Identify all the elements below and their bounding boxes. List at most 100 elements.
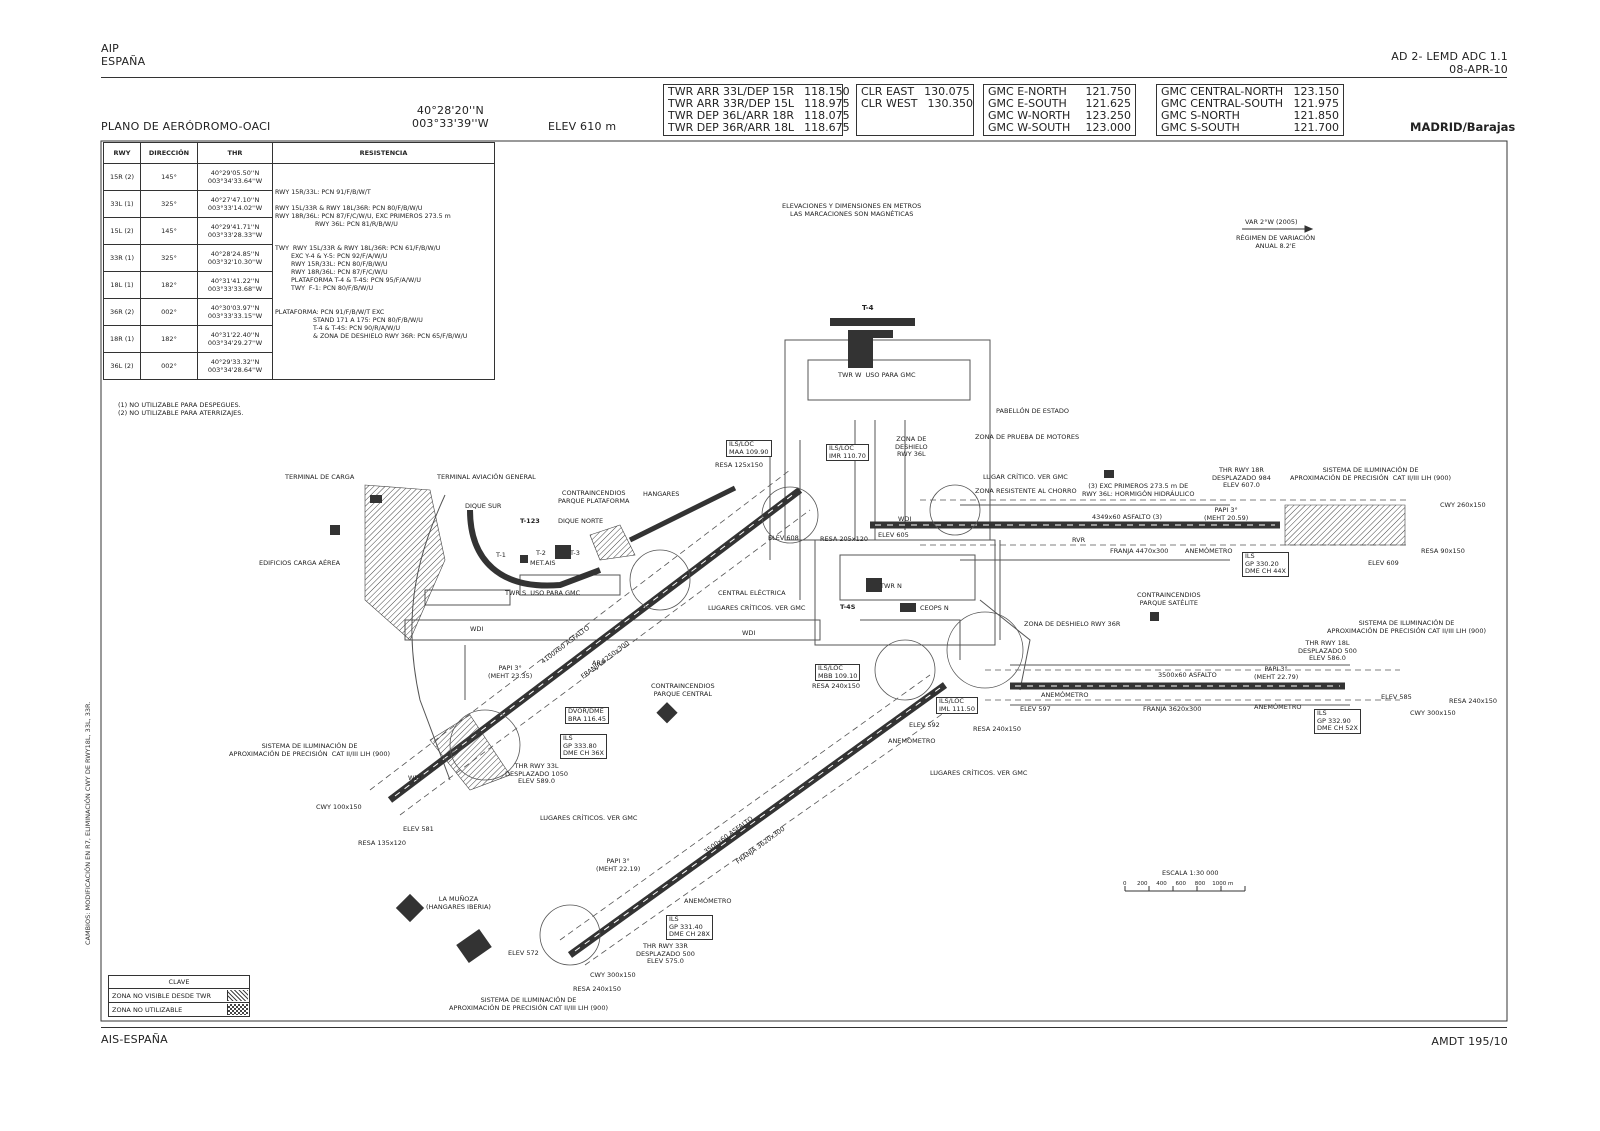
resa-240-right-label: RESA 240x150: [1449, 697, 1498, 705]
dimensions-note: ELEVACIONES Y DIMENSIONES EN METROS LAS …: [782, 202, 922, 218]
exception-note: (3) EXC PRIMEROS 273.5 m DE RWY 36L: HOR…: [1082, 482, 1195, 498]
key-row: ZONA NO UTILIZABLE: [109, 1002, 249, 1016]
lighting-33r-label: SISTEMA DE ILUMINACIÓN DE APROXIMACIÓN D…: [449, 996, 608, 1012]
table-row: 36L (2)002°40°29'33.32''N 003°34'28.64''…: [103, 352, 495, 380]
thr-18r-label: THR RWY 18R DESPLAZADO 984 ELEV 607.0: [1212, 466, 1271, 489]
resa-125-label: RESA 125x150: [715, 461, 764, 469]
rvr-label: RVR: [1072, 536, 1086, 544]
north-pier-label: DIQUE NORTE: [558, 517, 604, 525]
chart-title: PLANO DE AERÓDROMO-OACI: [101, 120, 271, 133]
cwy-100-label: CWY 100x150: [316, 803, 362, 811]
deicing-36l-label: ZONA DE DESHIELO RWY 36L: [895, 435, 928, 458]
terminal-t1-label: T-1: [496, 551, 506, 559]
general-aviation-label: TERMINAL AVIACIÓN GENERAL: [437, 473, 536, 481]
franja-4470-label: FRANJA 4470x300: [1110, 547, 1169, 555]
aip-label: AIP: [101, 42, 120, 55]
arp-longitude: 003°33'39''W: [412, 117, 489, 130]
hangars-label: HANGARES: [643, 490, 680, 498]
elev-597-label: ELEV 597: [1020, 705, 1051, 713]
col-resistencia: RESISTENCIA: [272, 142, 495, 164]
apron-fire-station-label: CONTRAINCENDIOS PARQUE PLATAFORMA: [558, 489, 630, 505]
table-row: 33R (1)325°40°28'24.85''N 003°32'10.30''…: [103, 244, 495, 272]
anemometer-33r-label: ANEMÓMETRO: [888, 737, 936, 745]
central-fire-station-label: CONTRAINCENDIOS PARQUE CENTRAL: [651, 682, 715, 698]
hangar-row: [628, 485, 737, 543]
resistencia-text: RWY 15R/33L: PCN 91/F/B/W/T RWY 15L/33R …: [272, 163, 495, 380]
scale-label: ESCALA 1:30 000: [1162, 869, 1219, 877]
footer-rule: [101, 1027, 1507, 1028]
airport-elevation: ELEV 610 m: [548, 120, 617, 133]
terminal-t4-label: T-4: [862, 304, 874, 312]
papi-33r-label: PAPI 3° (MEHT 22.19): [596, 857, 641, 873]
papi-33l-label: PAPI 3° (MEHT 23.35): [488, 664, 533, 680]
thr-33r-label: THR RWY 33R DESPLAZADO 500 ELEV 575.0: [636, 942, 695, 965]
terminal-t4s-label: T-4S: [840, 603, 856, 611]
taxiway-network: [404, 339, 1350, 781]
rwy-36r-dimensions: 3500x60 ASFALTO: [1158, 671, 1217, 679]
deicing-36r-label: ZONA DE DESHIELO RWY 36R: [1024, 620, 1121, 628]
arp-label: ARP: [592, 659, 605, 667]
elev-609-label: ELEV 609: [1368, 559, 1399, 567]
twr-s-label: TWR S USO PARA GMC: [505, 589, 581, 597]
cwy-300-right-label: CWY 300x150: [1410, 709, 1456, 717]
table-row: 15L (2)145°40°29'41.71''N 003°33'28.33''…: [103, 217, 495, 245]
not-visible-areas: [364, 484, 1406, 791]
met-ais-label: MET.AIS: [530, 559, 556, 567]
pabellon-label: PABELLÓN DE ESTADO: [996, 407, 1070, 415]
wdi-center-label: WDI: [742, 629, 756, 637]
chart-reference: AD 2- LEMD ADC 1.1: [1391, 50, 1508, 63]
critical-circles: [449, 484, 1024, 966]
ils-gp330-label: ILS GP 330.20 DME CH 44X: [1242, 552, 1290, 577]
resa-240-center-label: RESA 240x150: [812, 682, 861, 690]
ceops-label: CEOPS N: [920, 604, 949, 612]
ils-mbb-label: ILS/LOC MBB 109.10: [815, 664, 861, 681]
terminal-t3-label: T-3: [570, 549, 580, 557]
satellite-fire-station-label: CONTRAINCENDIOS PARQUE SATÉLITE: [1137, 591, 1201, 607]
key-title: CLAVE: [168, 978, 190, 986]
checker-swatch: [227, 1004, 248, 1015]
twr-w-label: TWR W USO PARA GMC: [838, 371, 916, 379]
lighting-33l-label: SISTEMA DE ILUMINACIÓN DE APROXIMACIÓN D…: [229, 742, 391, 758]
elev-608-label: ELEV 608: [768, 534, 799, 542]
ils-gp333-label: ILS GP 333.80 DME CH 36X: [560, 734, 608, 759]
resa-240-label: RESA 240x150: [973, 725, 1022, 733]
runway-resistance-table: RWY DIRECCIÓN THR RESISTENCIA 15R (2) 14…: [103, 142, 495, 380]
thr-33l-label: THR RWY 33L DESPLAZADO 1050 ELEV 589.0: [505, 762, 569, 785]
terminal-buildings: [330, 318, 1159, 964]
col-thr: THR: [197, 142, 273, 164]
magnetic-variation: VAR 2°W (2005): [1245, 218, 1298, 226]
magnetic-variation-arrow: [1242, 225, 1314, 233]
lighting-18r-label: SISTEMA DE ILUMINACIÓN DE APROXIMACIÓN D…: [1290, 466, 1452, 482]
wdi-west-label: WDI: [470, 625, 484, 633]
critical-places-label: LUGARES CRÍTICOS. VER GMC: [708, 604, 806, 612]
lighting-18l-label: SISTEMA DE ILUMINACIÓN DE APROXIMACIÓN D…: [1327, 619, 1486, 635]
table-row: 33L (1)325°40°27'47.10''N 003°33'14.02''…: [103, 190, 495, 218]
critical-places-label-2: LUGARES CRÍTICOS. VER GMC: [540, 814, 638, 822]
wdi-36l-label: WDI: [898, 515, 912, 523]
header-rule: [101, 77, 1507, 78]
runway-strips: [369, 469, 1410, 966]
col-direccion: DIRECCIÓN: [140, 142, 198, 164]
footer-right: AMDT 195/10: [1431, 1035, 1508, 1048]
la-munoza-label: LA MUÑOZA (HANGARES IBERIA): [426, 895, 491, 911]
arp-coordinates: 40°28'20''N 003°33'39''W: [412, 104, 489, 130]
table-note-2: (2) NO UTILIZABLE PARA ATERRIZAJES.: [118, 409, 244, 417]
elev-592-label: ELEV 592: [909, 721, 940, 729]
cwy-260-label: CWY 260x150: [1440, 501, 1486, 509]
dvor-dme-label: DVOR/DME BRA 116.45: [565, 707, 609, 724]
franja-3620-label: FRANJA 3620x300: [1143, 705, 1202, 713]
hatch-swatch: [227, 990, 248, 1001]
